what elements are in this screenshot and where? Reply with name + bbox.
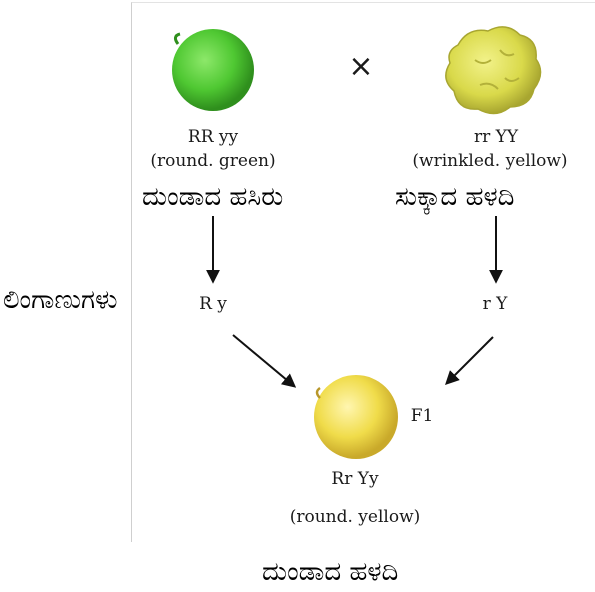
green-round-pea — [172, 29, 254, 111]
gametes-label: ಲಿಂಗಾಣುಗಳು — [3, 285, 118, 315]
cross-symbol: × — [348, 49, 374, 84]
offspring-phenotype: (round. yellow) — [289, 507, 421, 527]
right-parent-genotype: rr YY — [473, 127, 519, 147]
f1-generation-label: F1 — [410, 406, 434, 426]
wrinkled-yellow-pea — [445, 26, 542, 115]
left-parent-kannada-label: ದುಂಡಾದ ಹಸಿರು — [142, 182, 284, 212]
arrow-right-gamete-to-f1 — [445, 336, 494, 385]
left-gamete: R y — [199, 294, 227, 314]
offspring-kannada-label: ದುಂಡಾದ ಹಳದಿ — [262, 557, 399, 587]
left-parent-genotype: RR yy — [187, 127, 239, 147]
left-parent-phenotype: (round. green) — [150, 151, 276, 171]
right-gamete: r Y — [482, 294, 508, 314]
right-parent-kannada-label: ಸುಕ್ಕಾದ ಹಳದಿ — [395, 182, 515, 212]
right-parent-phenotype: (wrinkled. yellow) — [412, 151, 568, 171]
yellow-round-pea — [314, 375, 398, 459]
offspring-genotype: Rr Yy — [331, 469, 379, 489]
arrow-left-gamete-to-f1 — [232, 334, 297, 388]
diagram-panel — [131, 2, 595, 542]
